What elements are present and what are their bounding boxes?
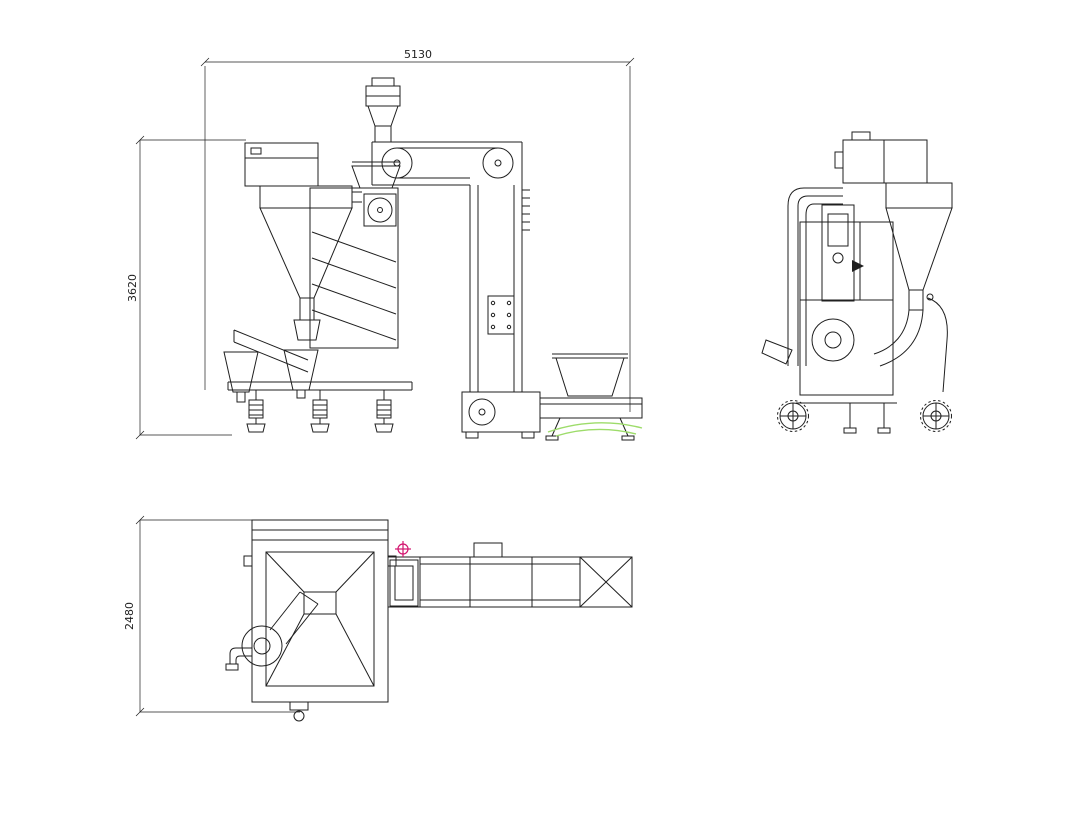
side-view — [761, 131, 953, 434]
wheel-left — [777, 400, 809, 432]
plan-pipe — [225, 647, 252, 671]
elevator-boot — [461, 391, 541, 439]
elevator-head — [371, 141, 522, 186]
elevator-leg — [469, 142, 530, 392]
side-top-housing — [834, 131, 928, 184]
front-view — [223, 77, 643, 441]
motor-box — [365, 77, 401, 142]
position-marker — [395, 541, 411, 557]
tow-arm — [926, 293, 948, 393]
air-plenum-box — [244, 142, 319, 187]
plan-conveyor — [388, 542, 633, 608]
plan-body — [243, 519, 397, 703]
outlet-feeder — [539, 353, 643, 441]
side-base — [796, 394, 897, 434]
plan-outlet — [289, 701, 309, 722]
cyclone-front — [259, 185, 362, 341]
cyclone-side — [873, 182, 953, 367]
dim-label-overall-height: 3620 — [126, 274, 139, 302]
discharge-chutes — [223, 329, 319, 403]
dim-label-plan-depth: 2480 — [123, 602, 136, 630]
dim-label-overall-width: 5130 — [404, 48, 432, 61]
dimension-overall-height: 3620 — [126, 135, 246, 440]
side-body — [799, 204, 894, 396]
dimension-plan-depth: 2480 — [123, 515, 300, 717]
plan-cyclone — [241, 591, 319, 667]
base-frame — [227, 381, 413, 433]
plan-view — [225, 519, 633, 722]
side-ducting — [787, 187, 843, 366]
side-discharge-flap — [761, 339, 793, 365]
wheel-right — [920, 400, 952, 432]
dimension-overall-width: 5130 — [200, 48, 635, 412]
screen-cleaner-body — [309, 161, 401, 349]
highlight-curves — [547, 422, 643, 437]
